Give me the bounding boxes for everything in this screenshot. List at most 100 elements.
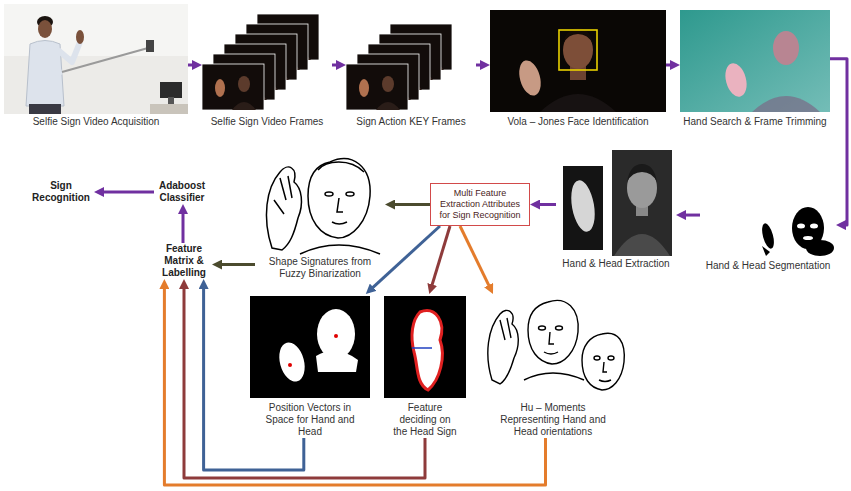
connector-arrow — [164, 288, 545, 485]
selfie-photo — [4, 4, 188, 114]
hu-moment-sketches — [594, 356, 600, 360]
shape-signature-sketch — [332, 198, 347, 224]
position-vector-image — [250, 296, 370, 398]
connector-arrow — [394, 203, 430, 206]
selfie-photo — [76, 30, 84, 44]
stage-label: Feature Matrix & Labelling — [156, 243, 212, 279]
connector-arrow — [184, 288, 425, 478]
shape-signature-sketch — [308, 159, 370, 238]
position-vector-image — [275, 340, 309, 385]
segmentation-mask — [803, 236, 813, 240]
face-detection-photo — [516, 58, 545, 98]
image-stage: Hand & Head Segmentation — [700, 205, 836, 272]
hu-moment-sketches — [488, 300, 624, 390]
caption-text: Selfie Sign Video Frames — [202, 116, 332, 128]
image-stage: Position Vectors in Space for Hand and H… — [248, 294, 372, 438]
label-text: Adaboost Classifier — [154, 180, 210, 204]
caption-text: Hand & Head Extraction — [556, 258, 676, 270]
image-stage: Selfie Sign Video Frames — [202, 2, 332, 128]
hu-moment-sketches — [488, 310, 518, 384]
label-text: Feature Matrix & Labelling — [156, 243, 212, 279]
hu-moment-sketches — [500, 318, 511, 340]
image-stage: Vola – Jones Face Identification — [490, 2, 666, 128]
extraction-photos — [612, 150, 672, 256]
hu-moment-sketches — [544, 332, 558, 354]
key-frame-stack — [346, 24, 452, 110]
extraction-photos — [614, 234, 670, 256]
key-frame-stack — [346, 64, 408, 110]
caption-text: Selfie Sign Video Acquisition — [4, 116, 188, 128]
image-stage: Hand Search & Frame Trimming — [680, 2, 830, 128]
selfie-photo — [62, 48, 148, 72]
selfie-photo — [58, 42, 80, 62]
caption-text: Hand Search & Frame Trimming — [680, 116, 830, 128]
face-detection-photo — [490, 10, 666, 112]
caption-text: Feature deciding on the Head Sign — [382, 402, 468, 438]
image-stage: Shape Signatures from Fuzzy Binarization — [255, 158, 385, 280]
position-vector-image — [250, 296, 370, 398]
shape-signature-sketch — [274, 176, 292, 214]
shape-signature-sketch — [300, 245, 380, 254]
hu-moment-sketches — [556, 326, 563, 330]
face-detection-photo — [559, 30, 597, 70]
connector-arrow — [103, 191, 154, 194]
caption-text: Vola – Jones Face Identification — [490, 116, 666, 128]
connector-arrow — [332, 64, 337, 67]
face-detection-photo — [490, 10, 666, 112]
position-vector-image — [316, 351, 358, 372]
connector-arrow — [685, 214, 700, 217]
hand-search-photo — [680, 10, 830, 112]
connector-arrow — [372, 226, 440, 288]
hu-moment-sketches — [524, 373, 584, 380]
hu-moment-sketches — [539, 326, 546, 330]
head-sign-image — [412, 311, 442, 390]
image-stage: Hu – Moments Representing Hand and Head … — [478, 294, 628, 438]
shape-signature-sketch — [325, 192, 333, 196]
frame-stack — [202, 64, 264, 110]
selfie-photo — [36, 60, 62, 74]
box-text: Multi Feature Extraction Attributes for … — [436, 188, 524, 221]
shape-signature-sketch — [318, 162, 364, 172]
connector-arrow — [666, 64, 671, 67]
caption-text: Hand & Head Segmentation — [700, 260, 836, 272]
stage-label: Adaboost Classifier — [154, 180, 210, 204]
position-vector-image — [288, 363, 292, 367]
head-sign-image — [384, 296, 466, 398]
image-stage: Hand & Head Extraction — [556, 148, 676, 270]
caption-text: Position Vectors in Space for Hand and H… — [248, 402, 372, 438]
shape-signature-sketch — [266, 167, 301, 250]
extraction-photos — [627, 164, 657, 182]
caption-text: Sign Action KEY Frames — [346, 116, 476, 128]
hu-moment-sketches — [608, 356, 614, 360]
caption-text: Hu – Moments Representing Hand and Head … — [478, 402, 628, 438]
hand-search-photo — [773, 31, 799, 65]
connector-arrow — [830, 59, 847, 225]
stage-label: Sign Recognition — [28, 180, 94, 204]
connector-arrow — [182, 213, 185, 243]
hand-search-photo — [752, 96, 820, 112]
extraction-photos — [563, 166, 603, 250]
image-stage: Sign Action KEY Frames — [346, 2, 476, 128]
selfie-photo — [160, 82, 182, 98]
connector-arrow — [476, 64, 481, 67]
segmentation-mask — [810, 224, 818, 229]
extraction-photos — [563, 150, 672, 256]
image-stage: Selfie Sign Video Acquisition — [4, 2, 188, 128]
connector-arrow — [204, 288, 304, 470]
position-vector-image — [334, 334, 338, 338]
hand-search-photo — [722, 61, 750, 99]
label-text: Sign Recognition — [28, 180, 94, 204]
hu-moment-sketches — [599, 362, 611, 382]
image-stage: Feature deciding on the Head Sign — [382, 294, 468, 438]
connector-arrow — [188, 64, 193, 67]
selfie-photo — [150, 104, 188, 114]
caption-text: Shape Signatures from Fuzzy Binarization — [255, 256, 385, 280]
extraction-photos — [568, 178, 599, 233]
hand-search-photo — [680, 10, 830, 112]
hu-moment-sketches — [582, 333, 624, 390]
connector-arrow — [539, 203, 556, 206]
connector-arrow — [460, 226, 489, 286]
connector-arrow — [432, 226, 450, 285]
